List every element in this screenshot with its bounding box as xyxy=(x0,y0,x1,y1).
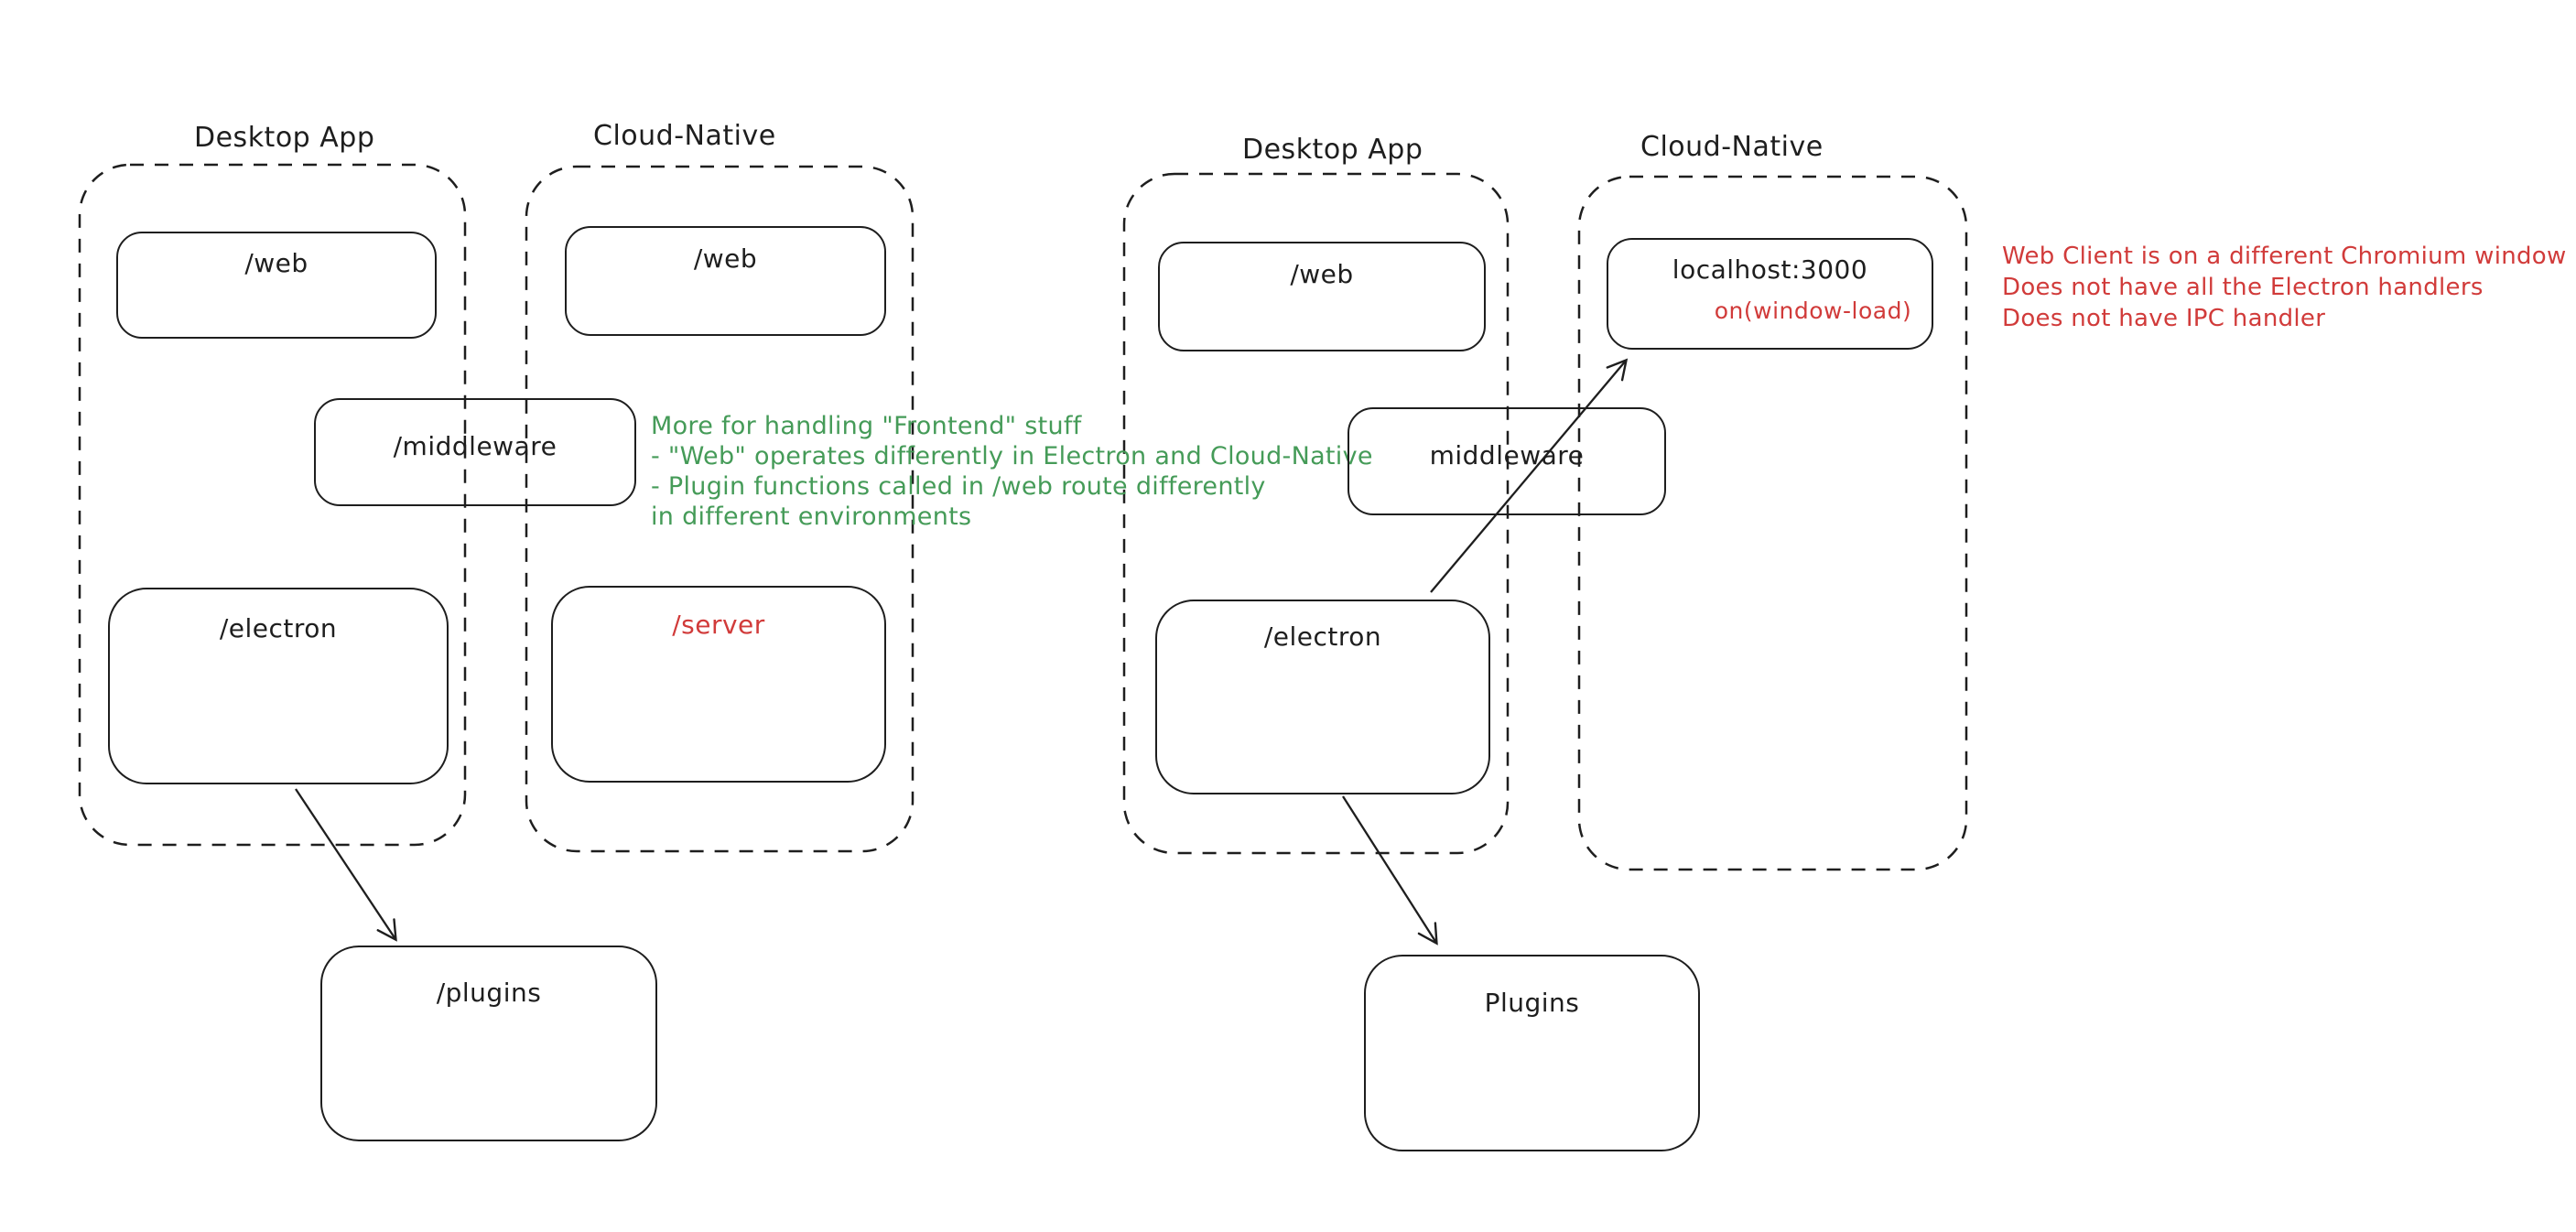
left-cloud-web-label: /web xyxy=(693,243,758,274)
red-annotation: Web Client is on a different Chromium wi… xyxy=(2002,241,2567,334)
left-electron-box: /electron xyxy=(108,588,449,784)
right-on-window-load-label: on(window-load) xyxy=(1714,297,1912,324)
left-plugins-label: /plugins xyxy=(436,978,542,1008)
left-cloud-web-box: /web xyxy=(565,226,886,336)
left-middleware-label: /middleware xyxy=(393,431,557,461)
right-electron-label: /electron xyxy=(1263,621,1382,652)
left-electron-label: /electron xyxy=(219,613,338,643)
green-annotation-line: More for handling "Frontend" stuff xyxy=(651,412,1082,440)
right-cloud-native-title: Cloud-Native xyxy=(1640,131,1824,163)
red-annotation-line: Does not have IPC handler xyxy=(2002,305,2326,332)
right-localhost-label: localhost:3000 xyxy=(1672,254,1868,285)
right-desktop-web-box: /web xyxy=(1158,242,1486,351)
left-middleware-box: /middleware xyxy=(314,398,636,506)
right-electron-box: /electron xyxy=(1155,600,1490,794)
right-desktop-app-title: Desktop App xyxy=(1242,134,1423,166)
green-annotation-line: - Plugin functions called in /web route … xyxy=(651,472,1266,501)
left-server-label: /server xyxy=(672,610,765,640)
green-annotation: More for handling "Frontend" stuff - "We… xyxy=(651,411,1373,532)
left-desktop-app-title: Desktop App xyxy=(194,122,375,154)
left-desktop-web-box: /web xyxy=(116,232,437,339)
right-plugins-label: Plugins xyxy=(1484,988,1580,1018)
green-annotation-line: - "Web" operates differently in Electron… xyxy=(651,442,1373,470)
green-annotation-line: in different environments xyxy=(651,503,972,531)
left-cloud-native-title: Cloud-Native xyxy=(593,120,776,152)
right-localhost-box: localhost:3000 on(window-load) xyxy=(1607,238,1933,350)
left-desktop-web-label: /web xyxy=(244,248,308,278)
left-server-box: /server xyxy=(551,586,886,783)
right-plugins-box: Plugins xyxy=(1364,955,1700,1151)
red-annotation-line: Does not have all the Electron handlers xyxy=(2002,274,2484,301)
right-middleware-box: middleware xyxy=(1348,407,1666,515)
red-annotation-line: Web Client is on a different Chromium wi… xyxy=(2002,243,2567,270)
left-cloud-native-container xyxy=(525,165,915,853)
right-middleware-label: middleware xyxy=(1429,440,1585,470)
left-plugins-box: /plugins xyxy=(320,946,657,1141)
right-desktop-web-label: /web xyxy=(1290,259,1354,289)
